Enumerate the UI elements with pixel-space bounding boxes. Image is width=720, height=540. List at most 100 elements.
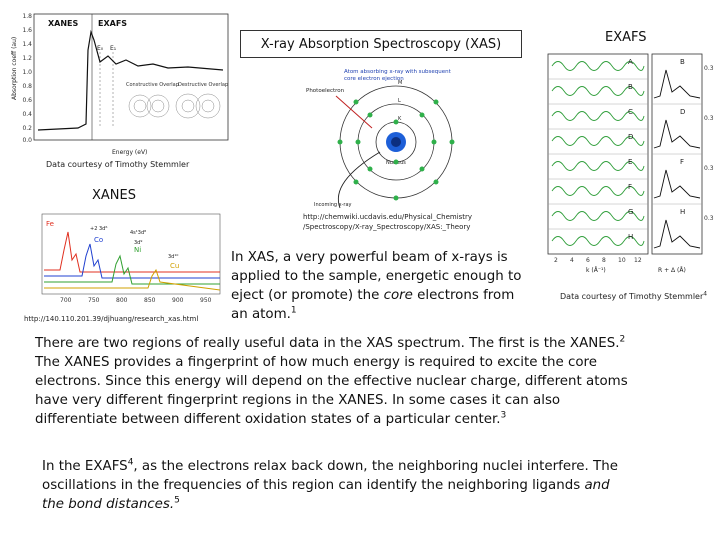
svg-text:H: H [680, 208, 685, 216]
cu-label: Cu [170, 262, 179, 270]
svg-text:0.2: 0.2 [22, 125, 32, 132]
ni-curve [44, 254, 220, 285]
config-b: 4s¹3d⁸ [130, 230, 146, 236]
svg-text:0.3: 0.3 [704, 165, 714, 172]
atom-caption-2: core electron ejection [344, 76, 404, 82]
spectrum-ylabel: Absorption coeff (au) [11, 37, 18, 100]
exafs-heading: EXAFS [605, 30, 647, 45]
svg-text:4: 4 [570, 257, 574, 264]
photoelectron-label: Photoelectron [306, 88, 345, 94]
svg-text:E: E [628, 158, 632, 166]
paragraph-exafs: In the EXAFS4, as the electrons relax ba… [42, 457, 712, 514]
xanes-xticks: 700 750 800 850 900 950 [60, 297, 212, 304]
svg-text:B: B [680, 58, 685, 66]
svg-text:1.6: 1.6 [22, 27, 32, 34]
paragraph-xanes: There are two regions of really useful d… [35, 334, 715, 429]
svg-text:12: 12 [634, 257, 642, 264]
svg-text:F: F [680, 158, 684, 166]
electrons [337, 99, 455, 201]
url-chemwiki: http://chemwiki.ucdavis.edu/Physical_Che… [303, 212, 472, 232]
credit-exafs-sup: 4 [703, 290, 708, 298]
svg-text:D: D [628, 133, 633, 141]
atom-caption-1: Atom absorbing x-ray with subsequent [344, 69, 452, 75]
svg-text:1.4: 1.4 [22, 41, 32, 48]
paragraph-intro: In XAS, a very powerful beam of x-rays i… [231, 248, 551, 324]
url-chemwiki-line1: http://chemwiki.ucdavis.edu/Physical_Che… [303, 213, 473, 221]
svg-text:0.6: 0.6 [22, 97, 32, 104]
fe-label: Fe [46, 220, 54, 228]
exafs-right-ticks: 0.3 0.3 0.3 0.3 [704, 65, 714, 222]
url-xanes: http://140.110.201.39/djhuang/research_x… [24, 315, 199, 323]
fe-curve [44, 231, 220, 273]
svg-text:0.0: 0.0 [22, 137, 32, 144]
xanes-heading: XANES [92, 188, 136, 203]
svg-text:G: G [628, 208, 633, 216]
svg-text:10: 10 [618, 257, 626, 264]
svg-text:F: F [628, 183, 632, 191]
cu-curve [44, 268, 221, 291]
spectrum-exafs-label: EXAFS [98, 19, 127, 28]
credit-exafs: Data courtesy of Timothy Stemmler4 [560, 290, 708, 301]
config-d: 3d¹⁰ [168, 254, 178, 260]
slide-title-box: X-ray Absorption Spectroscopy (XAS) [240, 30, 522, 58]
shell-k: K [398, 116, 402, 122]
atom-diagram: Atom absorbing x-ray with subsequent cor… [306, 69, 455, 209]
svg-text:H: H [628, 233, 633, 241]
exafs-left-column: A B C D E F G H 2 4 6 8 10 12 k (Å⁻¹) [547, 53, 649, 274]
p3-line1: In the EXAFS4, as the electrons relax ba… [42, 457, 618, 474]
svg-text:6: 6 [586, 257, 590, 264]
svg-text:2: 2 [554, 257, 558, 264]
p2-line4: have very different fingerprint regions … [35, 393, 561, 408]
svg-text:D: D [680, 108, 685, 116]
y-ticks: 1.8 1.6 1.4 1.2 1.0 0.8 0.6 0.4 0.2 0.0 [22, 13, 32, 144]
svg-text:700: 700 [60, 297, 72, 304]
exafs-xlabel-right: R + Δ (Å) [658, 267, 686, 274]
p1-line3: eject (or promote) the core electrons fr… [231, 288, 515, 303]
shell-l: L [398, 98, 401, 104]
svg-text:0.3: 0.3 [704, 65, 714, 72]
spectrum-xanes-label: XANES [48, 19, 79, 28]
p3-line3: the bond distances.5 [42, 495, 180, 512]
config-a: +2 3d⁶ [90, 226, 107, 232]
p2-line3: electrons. Since this energy will depend… [35, 374, 628, 389]
svg-text:8: 8 [602, 257, 606, 264]
svg-text:B: B [628, 83, 633, 91]
ni-label: Ni [134, 246, 141, 254]
svg-text:0.8: 0.8 [22, 83, 32, 90]
spectrum-xlabel: Energy (eV) [112, 149, 147, 156]
p1-line4: an atom.1 [231, 305, 297, 322]
p2-line1: There are two regions of really useful d… [35, 334, 626, 351]
shell-m: M [398, 80, 402, 86]
exafs-xticks: 2 4 6 8 10 12 [554, 257, 642, 264]
p1-line2: applied to the sample, energetic enough … [231, 269, 522, 284]
svg-text:750: 750 [88, 297, 100, 304]
incoming-xray-label: Incoming x-ray [314, 202, 352, 208]
config-c: 3d⁹ [134, 240, 142, 246]
destructive-label: Destructive Overlap [178, 82, 228, 88]
svg-text:0.3: 0.3 [704, 115, 714, 122]
svg-text:900: 900 [172, 297, 184, 304]
exafs-xlabel-left: k (Å⁻¹) [586, 267, 606, 274]
credit-exafs-text: Data courtesy of Timothy Stemmler [560, 292, 704, 301]
co-curve [44, 243, 220, 279]
constructive-label: Constructive Overlap [126, 82, 179, 88]
overlap-circles [128, 93, 221, 119]
p3-line2: oscillations in the frequencies of this … [42, 478, 610, 493]
xas-spectrum-figure: XANES EXAFS E₀ E₁ 1.8 1.6 1.4 1.2 1.0 0.… [11, 13, 229, 156]
svg-text:800: 800 [116, 297, 128, 304]
co-label: Co [94, 236, 103, 244]
spectrum-e1-label: E₁ [110, 45, 117, 52]
svg-text:A: A [628, 58, 633, 66]
spectrum-e0-label: E₀ [97, 45, 104, 52]
svg-text:1.0: 1.0 [22, 69, 32, 76]
svg-text:950: 950 [200, 297, 212, 304]
p2-line5: differentiate between different oxidatio… [35, 410, 507, 427]
credit-top: Data courtesy of Timothy Stemmler [46, 160, 190, 169]
slide-title: X-ray Absorption Spectroscopy (XAS) [260, 36, 502, 52]
svg-text:1.2: 1.2 [22, 55, 32, 62]
url-chemwiki-line2: /Spectroscopy/X-ray_Spectroscopy/XAS:_Th… [303, 223, 471, 231]
svg-text:0.4: 0.4 [22, 111, 32, 118]
svg-text:0.3: 0.3 [704, 215, 714, 222]
p2-line2: The XANES provides a fingerprint of how … [35, 355, 597, 370]
exafs-panels: A B C D E F G H 2 4 6 8 10 12 k (Å⁻¹) [547, 53, 714, 274]
